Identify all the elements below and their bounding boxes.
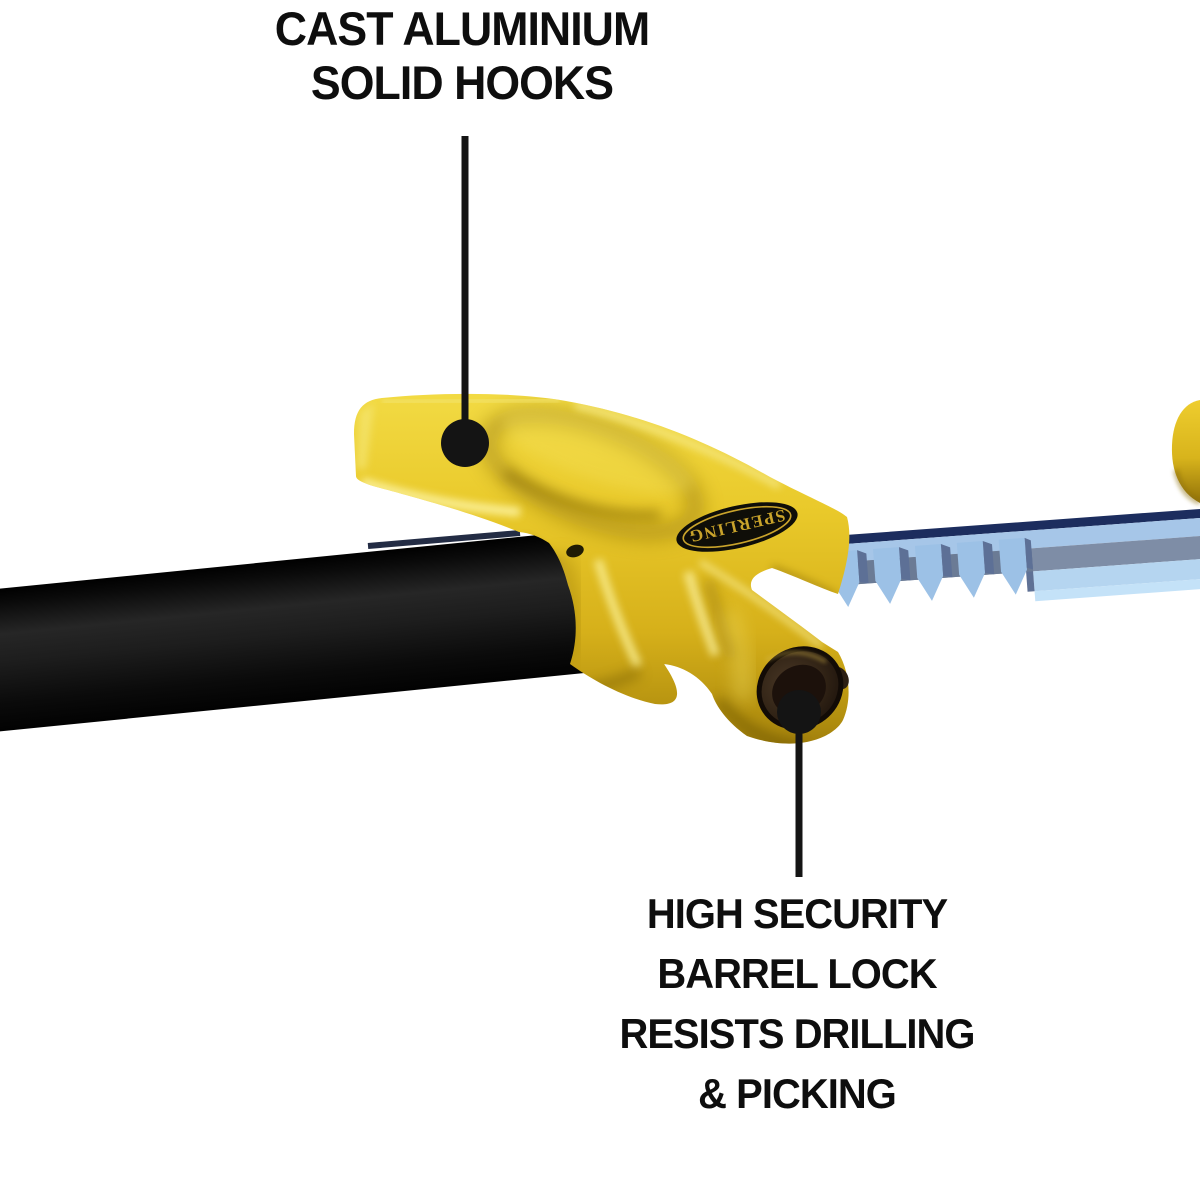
callout-lock — [777, 690, 821, 877]
callout-hooks-dot — [441, 419, 489, 467]
callout-lock-dot — [777, 690, 821, 734]
clamp-pin-hole — [566, 544, 584, 558]
callout-label-lock-line2: BARREL LOCK — [657, 950, 937, 997]
callout-label-lock: HIGH SECURITY BARREL LOCK RESISTS DRILLI… — [512, 884, 1082, 1124]
callout-hooks — [441, 136, 489, 467]
callout-label-lock-line3: RESISTS DRILLING — [619, 1010, 975, 1057]
callout-label-hooks: CAST ALUMINIUM SOLID HOOKS — [177, 2, 747, 110]
far-hook-tip-shade — [1173, 469, 1200, 505]
callout-label-hooks-line2: SOLID HOOKS — [310, 56, 614, 109]
steering-bar-foam-sleeve — [0, 524, 673, 733]
ratchet-shaft — [818, 507, 1200, 607]
callout-label-hooks-line1: CAST ALUMINIUM — [274, 2, 650, 55]
shaft-edge-sliver — [367, 530, 521, 549]
callout-label-lock-line1: HIGH SECURITY — [646, 890, 948, 937]
ratchet-teeth — [825, 537, 1034, 607]
callout-label-lock-line4: & PICKING — [698, 1070, 897, 1117]
